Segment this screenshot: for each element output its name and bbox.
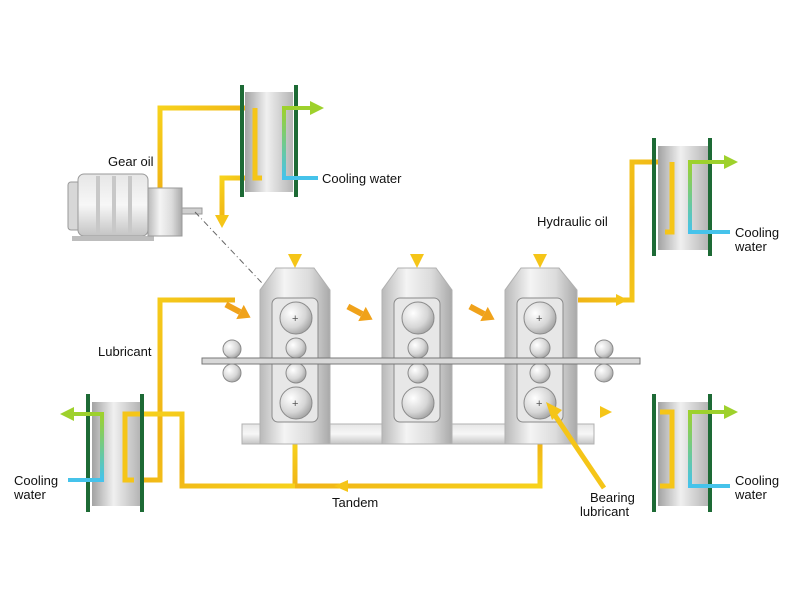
label-cooling-water-br-2: water bbox=[734, 487, 767, 502]
label-gear-oil: Gear oil bbox=[108, 154, 154, 169]
svg-text:+: + bbox=[536, 313, 542, 325]
heat-exchanger-icon bbox=[60, 394, 144, 512]
tandem-left bbox=[140, 411, 295, 489]
pinch-rolls-right bbox=[594, 339, 614, 383]
svg-text:+: + bbox=[536, 398, 542, 410]
roll-stand-icon: + + bbox=[259, 267, 331, 445]
motor-icon bbox=[67, 173, 154, 241]
flow-arrow-icon bbox=[468, 303, 495, 322]
flow-arrow-icon bbox=[334, 480, 348, 492]
oil-arrowheads bbox=[215, 215, 628, 492]
roll-stand-icon: + + bbox=[504, 267, 578, 445]
flow-arrow-icon bbox=[410, 254, 424, 268]
label-cooling-water-left-2: water bbox=[13, 487, 46, 502]
pinch-rolls-left bbox=[222, 339, 242, 383]
lubricant-line bbox=[134, 297, 235, 483]
label-cooling-water-top: Cooling water bbox=[322, 171, 402, 186]
label-cooling-water-ur-2: water bbox=[734, 239, 767, 254]
label-cooling-water-left-1: Cooling bbox=[14, 473, 58, 488]
label-cooling-water-ur-1: Cooling bbox=[735, 225, 779, 240]
heat-exchanger-icon bbox=[652, 138, 738, 256]
flow-arrow-icon bbox=[600, 406, 612, 418]
svg-text:+: + bbox=[292, 313, 298, 325]
heat-exchanger-icon bbox=[652, 394, 738, 512]
bearing-lubricant-arrow bbox=[546, 402, 607, 490]
heat-exchanger-icon bbox=[240, 85, 324, 197]
flow-arrow-icon bbox=[224, 301, 251, 320]
flow-arrow-icon bbox=[616, 294, 628, 306]
svg-text:+: + bbox=[292, 398, 298, 410]
label-bearing-lubricant-2: lubricant bbox=[580, 504, 630, 519]
oil-piping bbox=[134, 105, 672, 489]
label-tandem: Tandem bbox=[332, 495, 378, 510]
label-bearing-lubricant-1: Bearing bbox=[590, 490, 635, 505]
stand-flow-arrows bbox=[224, 301, 495, 322]
flow-arrow-icon bbox=[215, 215, 229, 228]
label-hydraulic-oil: Hydraulic oil bbox=[537, 214, 608, 229]
label-cooling-water-br-1: Cooling bbox=[735, 473, 779, 488]
flow-arrow-icon bbox=[346, 303, 373, 322]
gearbox-icon bbox=[147, 187, 203, 237]
gear-oil-pipe-up bbox=[157, 105, 255, 188]
flow-arrow-icon bbox=[288, 254, 302, 268]
roll-stand-icon bbox=[381, 267, 453, 445]
steel-strip bbox=[201, 357, 641, 365]
label-lubricant: Lubricant bbox=[98, 344, 152, 359]
flow-arrow-icon bbox=[533, 254, 547, 268]
